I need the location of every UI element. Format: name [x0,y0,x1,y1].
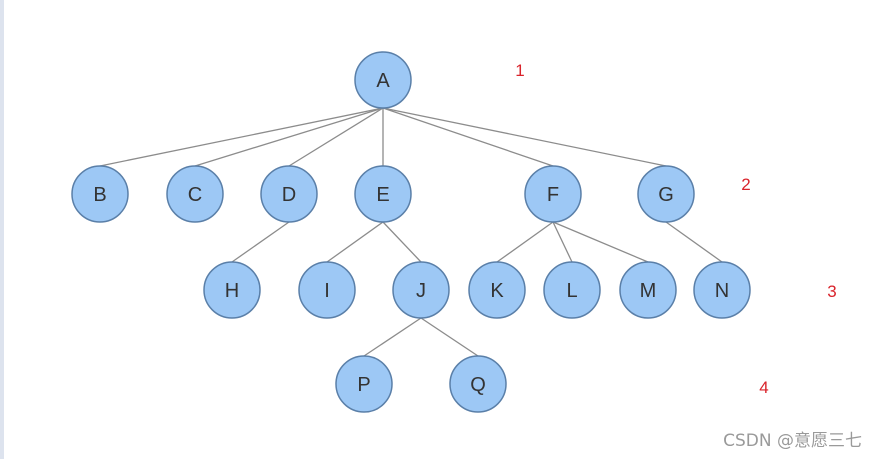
edge-j-q [420,317,479,357]
level-label-3: 3 [827,282,836,301]
node-circle [468,261,526,319]
tree-node-c: C [166,165,224,223]
edge-f-k [496,221,554,263]
level-label-4: 4 [759,378,768,397]
tree-node-l: L [543,261,601,319]
level-label-2: 2 [741,175,750,194]
edge-a-c [194,107,384,167]
node-label: Q [470,374,486,396]
node-label: H [225,280,239,302]
node-label: A [376,70,390,92]
tree-nodes: A B C D E F G H I J K L M N P Q [71,51,751,413]
node-label: M [640,280,657,302]
edge-d-h [231,221,290,263]
watermark: CSDN @意愿三七 [723,431,862,451]
edge-j-p [363,317,422,357]
edge-a-b [99,107,384,167]
edge-a-f [382,107,554,167]
node-label: F [547,184,559,206]
tree-edges [99,107,723,357]
node-label: P [357,374,370,396]
level-labels: 1 2 3 4 [515,61,836,397]
tree-node-e: E [354,165,412,223]
node-circle [260,165,318,223]
level-label-1: 1 [515,61,524,80]
node-label: C [188,184,202,206]
tree-node-q: Q [449,355,507,413]
node-label: B [93,184,106,206]
edge-f-m [552,221,649,263]
tree-node-p: P [335,355,393,413]
node-label: J [416,280,426,302]
edge-g-n [665,221,723,263]
node-circle [354,165,412,223]
node-circle [71,165,129,223]
edge-e-i [326,221,384,263]
node-label: G [658,184,674,206]
node-circle [524,165,582,223]
node-label: I [324,280,330,302]
node-label: D [282,184,296,206]
tree-node-a: A [354,51,412,109]
left-border [0,0,4,459]
node-circle [354,51,412,109]
node-circle [392,261,450,319]
node-circle [449,355,507,413]
tree-node-n: N [693,261,751,319]
tree-node-i: I [298,261,356,319]
node-label: K [490,280,504,302]
edge-f-l [552,221,573,263]
node-circle [693,261,751,319]
node-label: L [566,280,577,302]
node-circle [637,165,695,223]
tree-node-g: G [637,165,695,223]
node-circle [619,261,677,319]
tree-node-b: B [71,165,129,223]
node-circle [166,165,224,223]
edge-a-d [288,107,384,167]
tree-node-f: F [524,165,582,223]
node-circle [298,261,356,319]
tree-node-d: D [260,165,318,223]
node-circle [335,355,393,413]
node-circle [203,261,261,319]
tree-node-h: H [203,261,261,319]
edge-a-g [382,107,667,167]
tree-node-m: M [619,261,677,319]
edge-e-j [382,221,422,263]
node-label: E [376,184,389,206]
tree-node-k: K [468,261,526,319]
tree-node-j: J [392,261,450,319]
node-circle [543,261,601,319]
node-label: N [715,280,729,302]
